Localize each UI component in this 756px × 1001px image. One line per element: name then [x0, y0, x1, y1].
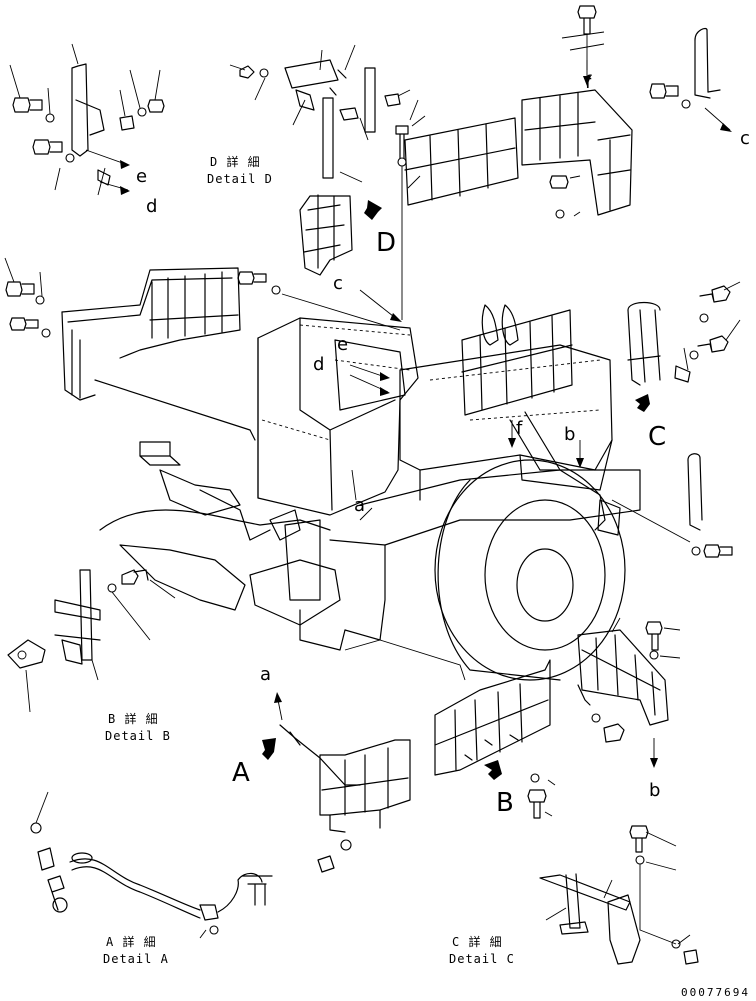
connection-b-detail: b [649, 780, 661, 801]
detail-b-title-en: Detail B [105, 729, 171, 743]
detail-d-parts [229, 44, 426, 320]
handrail-right-upper [694, 27, 721, 99]
connection-e-left: e [136, 166, 148, 187]
detail-c-title-en: Detail C [449, 952, 515, 966]
bolts-right [611, 83, 741, 558]
handrail-top-rear [404, 89, 633, 216]
view-marker-d: D [376, 228, 397, 258]
connection-d-left: d [146, 196, 158, 217]
bolts-upper-left [9, 43, 165, 196]
rear-fender [329, 469, 641, 641]
front-frame-and-boom [99, 469, 346, 651]
connection-e-main: e [337, 334, 349, 355]
detail-b-title-jp: B 詳 細 [108, 712, 159, 726]
connection-c-right: c [740, 128, 750, 149]
bolt-top-f [549, 5, 605, 219]
handrail-right-bottom [577, 617, 681, 743]
detail-a-title-en: Detail A [103, 952, 169, 966]
wheel [434, 459, 626, 681]
handrail-detail-b [434, 659, 556, 819]
connection-f-main: f [516, 418, 523, 439]
connection-a-detail: a [260, 664, 272, 685]
connection-b-main: b [564, 424, 576, 445]
connection-c-main: c [333, 273, 343, 294]
view-arrows [262, 200, 650, 780]
handrail-right-lower [597, 453, 703, 536]
detail-a-title-jp: A 詳 細 [106, 935, 157, 949]
detail-d-title-jp: D 詳 細 [210, 155, 261, 169]
steps-light [139, 441, 181, 466]
view-marker-b: B [496, 788, 514, 818]
handrail-engine-hood [461, 304, 573, 416]
handrail-right-vertical [627, 301, 691, 386]
detail-a-parts [30, 791, 273, 939]
handrail-front-ladder [509, 411, 606, 531]
handrail-left-platform [61, 267, 256, 441]
detail-c-title-jp: C 詳 細 [452, 935, 503, 949]
view-marker-c: C [648, 422, 667, 452]
detail-c-parts [539, 825, 699, 965]
view-marker-a: A [232, 758, 250, 788]
handrail-cab-door [299, 194, 353, 276]
leader-arrows [85, 60, 732, 768]
handrail-detail-a [279, 639, 466, 873]
bolts-left [4, 257, 401, 338]
connection-f-top: f [585, 72, 592, 93]
cab [257, 317, 419, 516]
detail-d-title-en: Detail D [207, 172, 273, 186]
connection-a-main: a [354, 495, 366, 516]
detail-b-parts [7, 569, 176, 713]
connection-d-main: d [313, 354, 325, 375]
part-number: 00077694 [681, 986, 750, 999]
